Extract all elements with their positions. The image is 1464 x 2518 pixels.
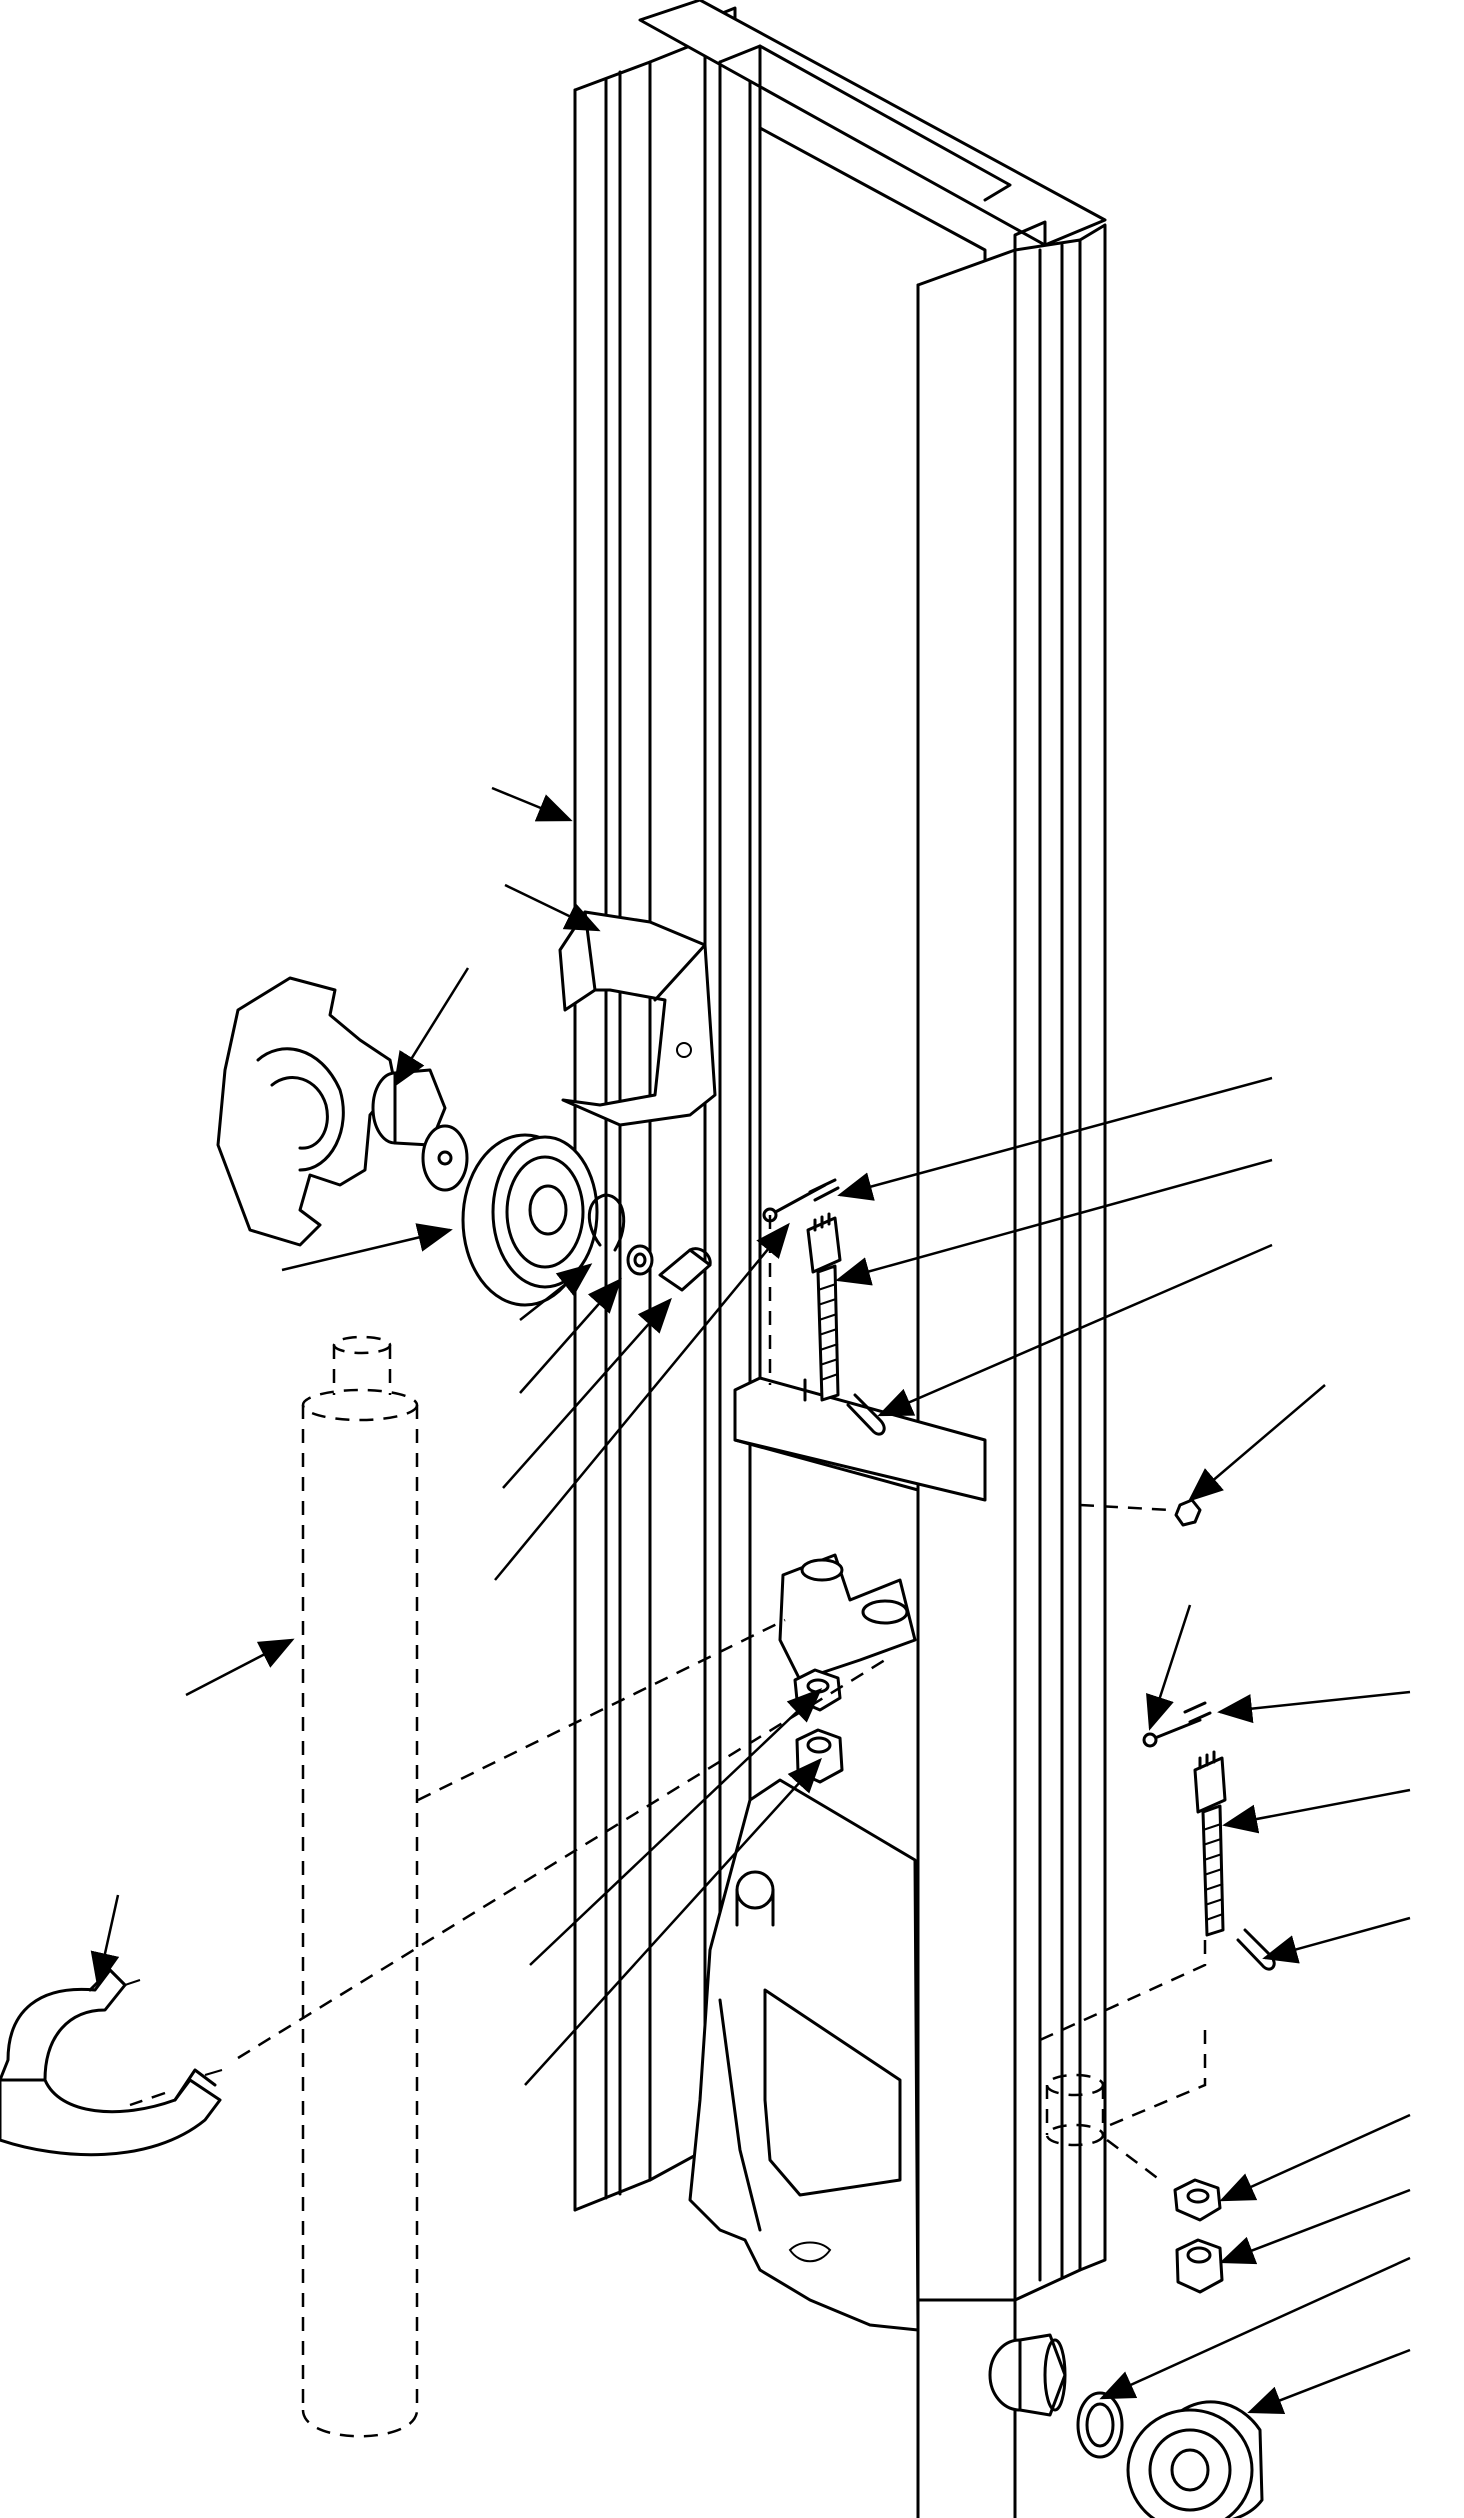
- phantom-bushing: [1045, 2073, 1105, 2147]
- top-crossbar: [638, 0, 1107, 247]
- lower-roller-assembly: [988, 2333, 1264, 2518]
- jam-nut-right: [1175, 2238, 1224, 2294]
- cylinder-clamp: [0, 1968, 223, 2157]
- adjusting-bolt-upper: [762, 1178, 886, 1436]
- base-housing: [688, 1778, 920, 2332]
- cotter-pin-upper: [846, 1393, 886, 1436]
- right-mast-channel: [916, 238, 1082, 2302]
- sheave-carriage: [216, 976, 397, 1247]
- upper-hex-nut-left: [793, 1668, 842, 1712]
- middle-crossmember: [733, 1376, 987, 1502]
- jam-nut-left: [795, 1728, 844, 1784]
- upper-hex-nut-right: [1173, 2178, 1222, 2222]
- adjusting-bolt-lower: [1142, 1701, 1276, 1971]
- roller-wheel: [1126, 2400, 1264, 2518]
- sheave-bolt: [658, 1248, 712, 1292]
- washer: [626, 1244, 654, 1276]
- sheave-guard: [558, 910, 717, 1127]
- sheave-wheel: [461, 1133, 599, 1307]
- retaining-ring: [587, 1193, 626, 1252]
- small-nut: [1174, 1498, 1202, 1527]
- hydraulic-cylinder: [301, 1335, 419, 2438]
- mast-frame: [573, 0, 1107, 2518]
- cotter-pin-lower: [1236, 1928, 1276, 1971]
- leader-lines: [90, 786, 1411, 2415]
